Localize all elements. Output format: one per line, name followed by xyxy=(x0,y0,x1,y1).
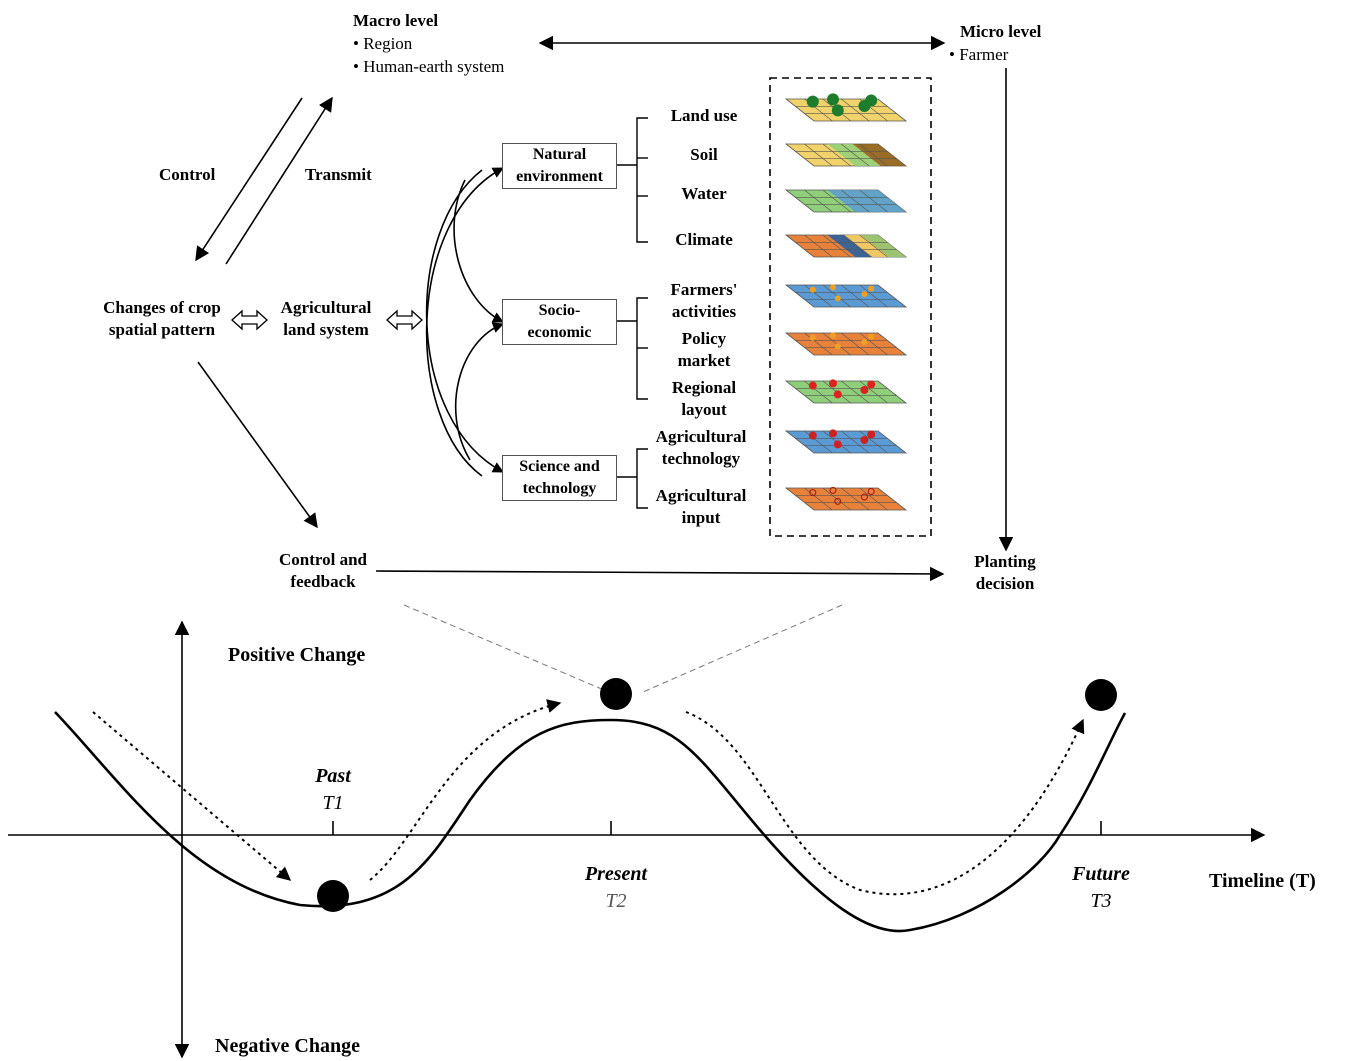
timeline-label: Timeline (T) xyxy=(1209,870,1316,892)
t2-word: Present xyxy=(584,863,648,885)
t1-word: Past xyxy=(315,765,351,787)
macro-item-region: Region xyxy=(353,33,412,55)
factor-water: Water xyxy=(681,184,727,203)
category-curves xyxy=(425,167,505,477)
technology-layer xyxy=(784,429,908,454)
factor-farmers-activities: Farmers'activities xyxy=(670,280,738,321)
macro-item-human-earth: Human-earth system xyxy=(353,56,504,78)
water-layer xyxy=(784,189,908,213)
change-curve xyxy=(54,711,1127,933)
climate-layer xyxy=(784,234,908,258)
t1-code: T1 xyxy=(322,792,344,814)
ball-past xyxy=(317,880,349,912)
factor-soil: Soil xyxy=(690,145,718,164)
micro-item-farmer: Farmer xyxy=(949,44,1008,66)
negative-change-label: Negative Change xyxy=(215,1035,360,1057)
socio-economic-box: Socio-economic xyxy=(502,299,617,345)
control-label: Control xyxy=(159,165,216,184)
macro-title: Macro level xyxy=(353,11,439,30)
hollow-double-arrow-2 xyxy=(386,309,423,331)
guide-line-right xyxy=(642,604,843,693)
soil-layer xyxy=(784,143,908,167)
planting-arrow xyxy=(375,566,945,582)
hollow-double-arrow-1 xyxy=(231,309,268,331)
transmit-arrow xyxy=(225,96,333,265)
transmit-label: Transmit xyxy=(305,165,372,184)
factor-climate: Climate xyxy=(675,230,733,249)
regional-layer xyxy=(784,379,908,404)
positive-change-label: Positive Change xyxy=(228,644,366,666)
land-use-layer xyxy=(784,93,908,122)
ball-future xyxy=(1085,679,1117,711)
input-layer xyxy=(784,486,908,511)
micro-title: Micro level xyxy=(960,22,1042,41)
trend-arrows xyxy=(92,699,1085,896)
control-arrow xyxy=(195,97,303,262)
category-brackets xyxy=(617,117,648,509)
layer-panel xyxy=(769,77,932,537)
feedback-arrow xyxy=(197,361,318,529)
guide-line-left xyxy=(403,604,605,691)
t2-code: T2 xyxy=(605,890,627,912)
policy-layer xyxy=(784,332,908,356)
t3-code: T3 xyxy=(1090,890,1112,912)
ball-present xyxy=(600,678,632,710)
t3-word: Future xyxy=(1072,863,1130,885)
factor-land-use: Land use xyxy=(670,106,738,125)
farmers-layer xyxy=(784,284,908,308)
